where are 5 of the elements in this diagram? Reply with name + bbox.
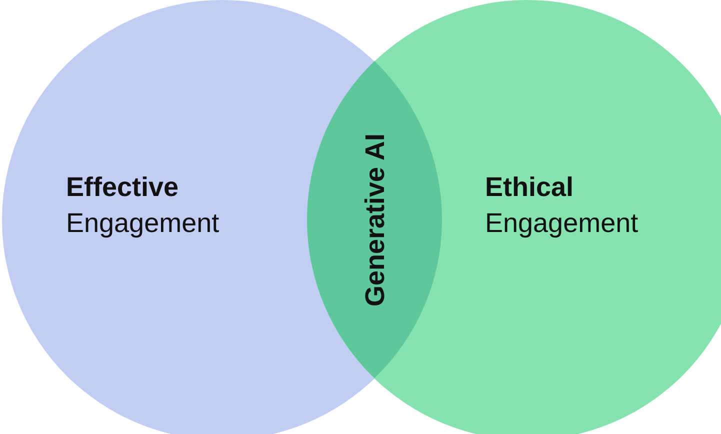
overlap-label: Generative AI: [358, 133, 390, 307]
circle-label: Engagement: [66, 207, 220, 240]
circle-label: Engagement: [485, 207, 638, 240]
circle-heading: Effective: [66, 171, 179, 204]
circle-heading: Ethical: [485, 171, 574, 204]
